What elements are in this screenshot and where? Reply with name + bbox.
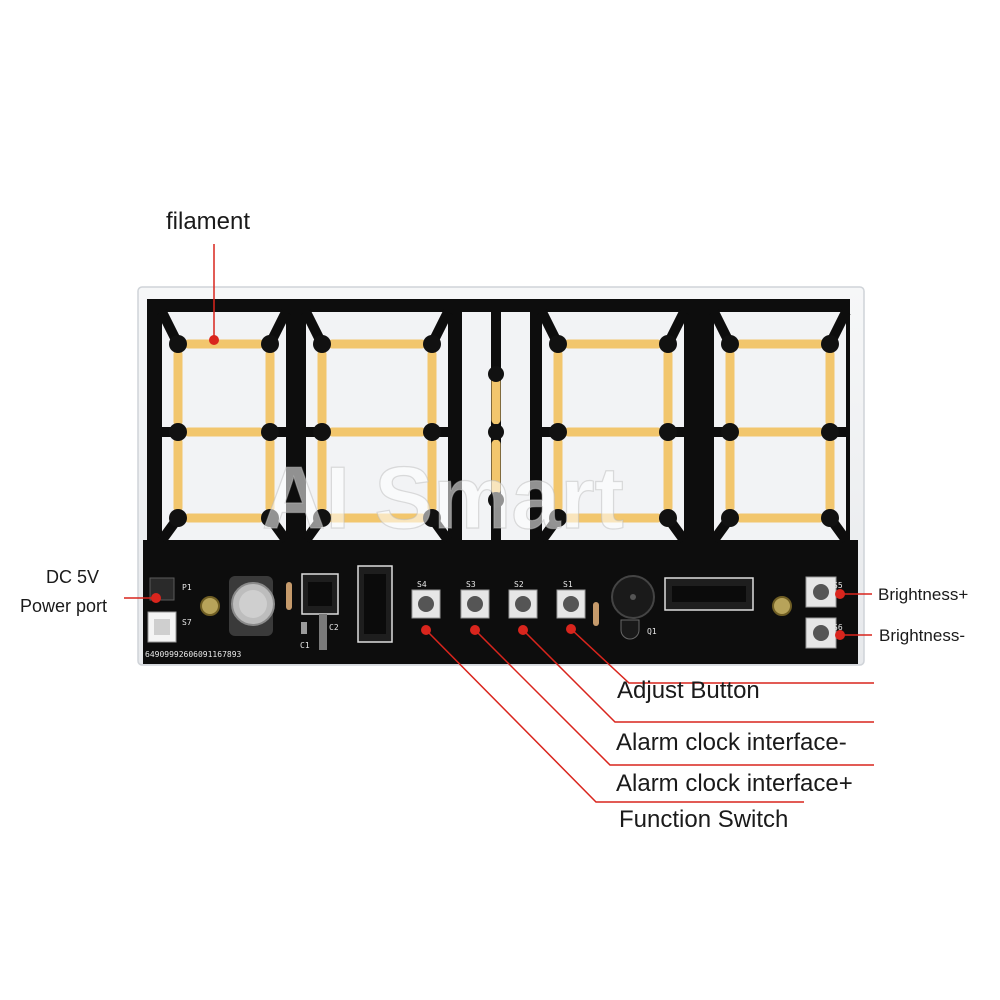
solder-pad <box>549 509 567 527</box>
colon-window-left <box>462 312 492 540</box>
solder-pad <box>488 492 504 508</box>
filament-label: filament <box>166 208 251 235</box>
digit-window-top-3 <box>542 312 684 428</box>
solder-pad <box>721 509 739 527</box>
solder-pad <box>169 423 187 441</box>
solder-pad <box>821 423 839 441</box>
solder-pad <box>261 509 279 527</box>
transistor-q1 <box>620 619 640 640</box>
silk-s7: S7 <box>182 618 192 627</box>
watermark-text: AI Smart <box>262 448 624 547</box>
solder-pad <box>169 509 187 527</box>
solder-pad <box>488 424 504 440</box>
solder-pad <box>821 509 839 527</box>
solder-pad <box>313 423 331 441</box>
solder-pad <box>423 509 441 527</box>
silk-c2: C2 <box>329 623 339 632</box>
solder-pad <box>261 423 279 441</box>
brightness-minus-label: Brightness- <box>879 626 965 645</box>
mounting-screw-right <box>772 596 792 616</box>
solder-pad <box>313 335 331 353</box>
tact-button-s2 <box>508 589 538 619</box>
solder-pad <box>169 335 187 353</box>
digit-window-top-2 <box>306 312 448 428</box>
solder-pad <box>549 335 567 353</box>
adjust-button-label: Adjust Button <box>617 677 760 704</box>
callout-dots <box>151 335 845 640</box>
tact-buttons <box>411 589 586 619</box>
digit-window-top-1 <box>162 312 286 428</box>
silk-p1: P1 <box>182 583 192 592</box>
dc-power-label-line1: DC 5V <box>46 567 100 587</box>
resistor-left <box>286 582 292 610</box>
solder-pad <box>821 335 839 353</box>
solder-pad <box>659 335 677 353</box>
solder-pad <box>659 509 677 527</box>
silk-s1: S1 <box>563 580 573 589</box>
solder-pad <box>549 423 567 441</box>
callout-alarm-minus <box>522 629 874 723</box>
filament-segments <box>173 339 835 523</box>
callout-function <box>425 629 804 803</box>
brightness-plus-label: Brightness+ <box>878 585 969 604</box>
tact-button-s1 <box>556 589 586 619</box>
solder-pad <box>423 423 441 441</box>
silk-s4: S4 <box>417 580 427 589</box>
colon-window-right <box>500 312 530 540</box>
silk-s6: S6 <box>833 623 843 632</box>
alarm-plus-label: Alarm clock interface+ <box>616 770 853 797</box>
tact-button-s3 <box>460 589 490 619</box>
silk-q1: Q1 <box>647 627 657 636</box>
tact-button-s4 <box>411 589 441 619</box>
dc-power-label-line2: Power port <box>20 596 108 616</box>
capacitor-c2 <box>319 614 327 650</box>
solder-pad <box>313 509 331 527</box>
silk-serial: 64909992606091167893 <box>145 650 242 659</box>
silk-s3: S3 <box>466 580 476 589</box>
alarm-minus-label: Alarm clock interface- <box>616 729 847 756</box>
solder-pad <box>423 335 441 353</box>
digit-window-top-4 <box>714 312 846 428</box>
solder-pad <box>261 335 279 353</box>
resistor-right <box>593 602 599 626</box>
solder-pad <box>721 423 739 441</box>
solder-pad <box>659 423 677 441</box>
callout-lines <box>124 244 874 803</box>
callout-adjust <box>570 628 874 684</box>
capacitor-c1 <box>301 622 307 634</box>
solder-pads <box>169 335 839 527</box>
mounting-screw-left <box>200 596 220 616</box>
brightness-buttons <box>805 576 837 649</box>
silk-c1: C1 <box>300 641 310 650</box>
silk-s5: S5 <box>833 581 843 590</box>
solder-pad <box>488 366 504 382</box>
function-switch-label: Function Switch <box>619 806 789 833</box>
solder-pad <box>721 335 739 353</box>
silk-s2: S2 <box>514 580 524 589</box>
callout-alarm-plus <box>474 629 874 766</box>
